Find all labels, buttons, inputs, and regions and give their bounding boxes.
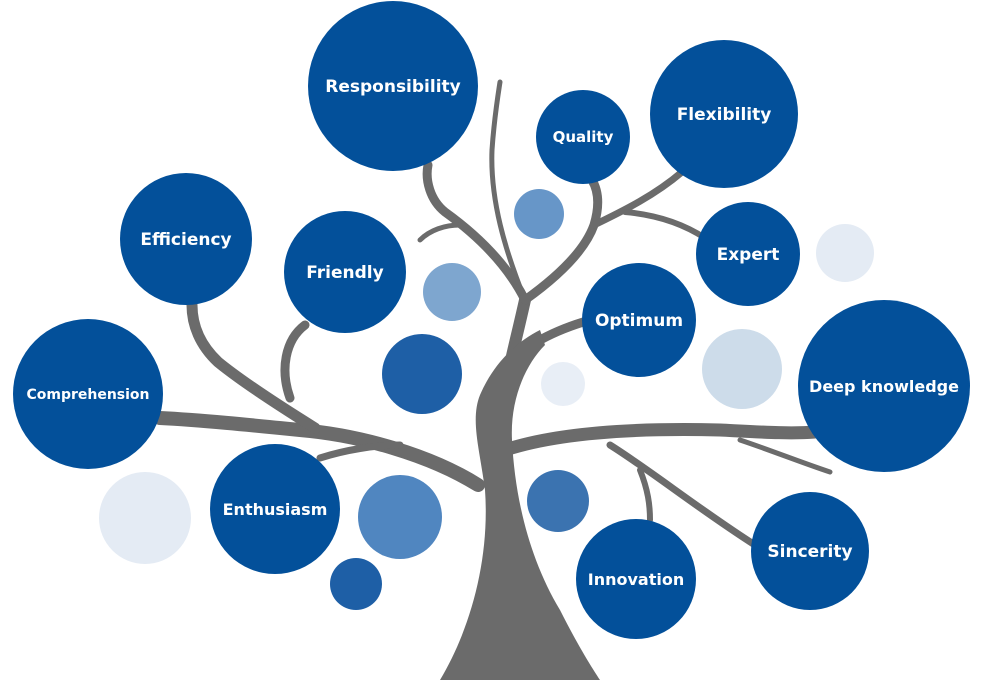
node-expert: Expert <box>696 202 800 306</box>
node-label: Flexibility <box>677 105 772 125</box>
decor-circle <box>382 334 462 414</box>
node-label: Friendly <box>306 263 383 283</box>
node-circle <box>308 1 478 171</box>
node-circle <box>650 40 798 188</box>
node-label: Responsibility <box>325 77 461 97</box>
node-innovation: Innovation <box>576 519 696 639</box>
decor-circle <box>702 329 782 409</box>
decor-circle <box>330 558 382 610</box>
branch-left-main <box>153 411 485 492</box>
decor-circle <box>358 475 442 559</box>
node-label: Innovation <box>588 570 684 589</box>
node-flexibility: Flexibility <box>650 40 798 188</box>
node-label: Comprehension <box>26 387 149 403</box>
node-label: Deep knowledge <box>809 377 959 396</box>
node-circle <box>284 211 406 333</box>
decor-circle <box>527 470 589 532</box>
branch-thin-left <box>417 222 463 243</box>
node-comprehension: Comprehension <box>13 319 163 469</box>
node-circle <box>798 300 970 472</box>
branch-sincerity <box>606 441 759 549</box>
node-friendly: Friendly <box>284 211 406 333</box>
node-enthusiasm: Enthusiasm <box>210 444 340 574</box>
node-circle <box>210 444 340 574</box>
branch-quality <box>520 175 603 305</box>
branch-enthusiasm <box>316 441 404 462</box>
node-circle <box>751 492 869 610</box>
keyword-nodes: Responsibility Quality Flexibility Effic… <box>13 1 970 639</box>
node-sincerity: Sincerity <box>751 492 869 610</box>
node-responsibility: Responsibility <box>308 1 478 171</box>
node-circle <box>120 173 252 305</box>
decor-circles <box>99 189 874 610</box>
node-circle <box>696 202 800 306</box>
node-circle <box>576 519 696 639</box>
node-label: Expert <box>717 245 780 265</box>
node-optimum: Optimum <box>582 263 696 377</box>
node-quality: Quality <box>536 90 630 184</box>
branch-flexibility <box>590 168 686 229</box>
node-label: Quality <box>553 128 614 146</box>
decor-circle <box>514 189 564 239</box>
branch-right-main <box>498 423 822 457</box>
decor-circle <box>423 263 481 321</box>
decor-circle <box>541 362 585 406</box>
tree-trunk <box>440 330 600 680</box>
node-efficiency: Efficiency <box>120 173 252 305</box>
branch-thin-up <box>489 79 528 303</box>
node-label: Efficiency <box>140 230 231 250</box>
branch-responsibility <box>422 160 530 305</box>
branch-expert <box>622 209 708 241</box>
branch-left-upper <box>186 299 321 434</box>
node-circle <box>536 90 630 184</box>
decor-circle <box>816 224 874 282</box>
node-circle <box>582 263 696 377</box>
branch-friendly <box>280 320 310 403</box>
node-label: Sincerity <box>767 542 852 562</box>
branch-innovation <box>637 467 653 523</box>
node-label: Optimum <box>595 311 683 331</box>
branch-right-twig <box>737 437 833 475</box>
node-deep-knowledge: Deep knowledge <box>798 300 970 472</box>
node-label: Enthusiasm <box>223 500 328 519</box>
node-circle <box>13 319 163 469</box>
decor-circle <box>99 472 191 564</box>
